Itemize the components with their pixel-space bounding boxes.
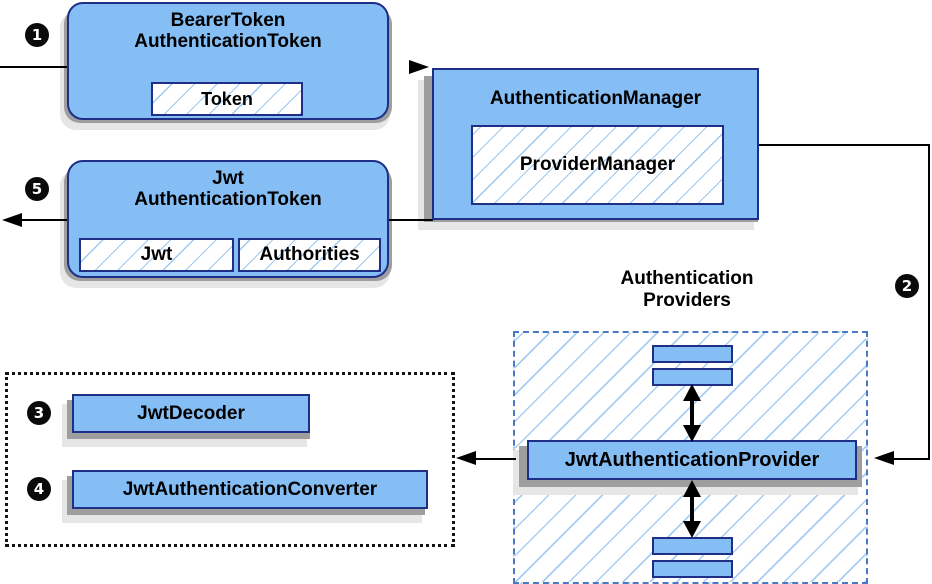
sibling-provider-bar-4[interactable] [652,560,733,578]
node-jwt-decoder[interactable]: JwtDecoder [72,394,310,433]
bearer-token-title-line2: AuthenticationToken [134,31,322,53]
node-jwt-authentication-token[interactable]: Jwt AuthenticationToken Jwt Authorities [67,160,389,278]
authentication-manager-title: AuthenticationManager [489,88,702,109]
sibling-provider-bar-3[interactable] [652,537,733,555]
sibling-provider-bar-2[interactable] [652,368,733,386]
authentication-providers-title: Authentication Providers [571,268,803,312]
jwt-token-title-line1: Jwt [212,168,244,189]
node-authentication-manager[interactable]: AuthenticationManager ProviderManager [432,68,759,220]
node-jwt-authentication-provider[interactable]: JwtAuthenticationProvider [527,440,857,480]
bearer-token-title-line1: BearerToken [170,10,286,31]
connector-rail-to-provider [890,458,930,460]
jwt-token-compartment-authorities: Authorities [238,238,381,272]
step-badge-5: 5 [25,177,49,201]
connector-manager-to-jwt-token [388,219,433,221]
node-bearer-token-authentication-token[interactable]: BearerToken AuthenticationToken Token [67,2,389,120]
connector-request-in [0,66,70,68]
step-badge-2: 2 [895,274,919,298]
jwt-support-region [5,372,455,547]
jwt-token-compartment-jwt: Jwt [79,238,234,272]
jwt-token-title-line2: AuthenticationToken [134,189,322,211]
connector-jwt-token-out [8,219,70,221]
authentication-providers-title-line1: Authentication [620,268,754,289]
bearer-token-compartment-token: Token [151,82,303,116]
node-jwt-authentication-converter[interactable]: JwtAuthenticationConverter [72,470,428,509]
connector-manager-to-rail [757,144,930,146]
arrowhead-to-manager [409,60,429,74]
step-badge-1: 1 [25,23,49,47]
connector-right-rail [928,144,930,459]
step-badge-3: 3 [27,401,51,425]
authentication-providers-title-line2: Providers [643,289,731,311]
connector-provider-to-support [472,458,516,460]
sibling-provider-bar-1[interactable] [652,345,733,363]
step-badge-4: 4 [27,477,51,501]
authentication-manager-compartment-provider-manager: ProviderManager [471,125,724,205]
